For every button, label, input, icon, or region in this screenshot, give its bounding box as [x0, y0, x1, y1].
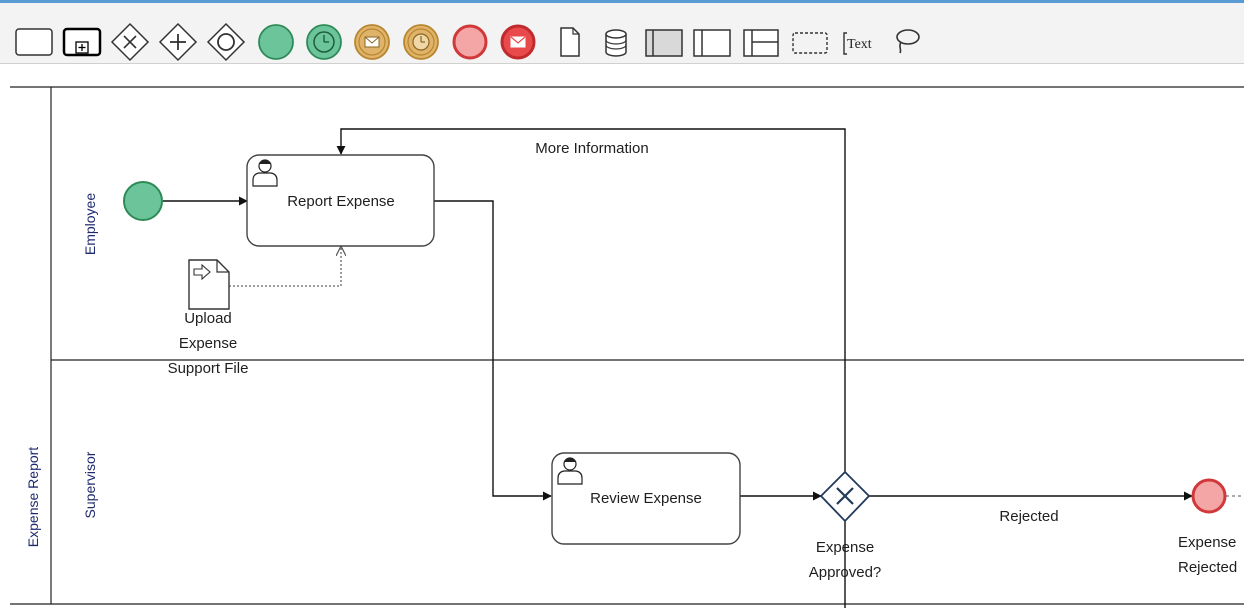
data-object-icon[interactable]: [550, 22, 590, 62]
exclusive-gateway-expense-approved[interactable]: Expense Approved?: [809, 470, 882, 581]
pool-icon[interactable]: [644, 22, 684, 62]
parallel-gateway-icon[interactable]: [158, 22, 198, 62]
lane-label-supervisor: Supervisor: [82, 451, 98, 518]
task-label: Review Expense: [590, 490, 702, 507]
flow-label-rejected: Rejected: [999, 508, 1058, 525]
start-event-icon[interactable]: [256, 22, 296, 62]
pool-label: Expense Report: [25, 447, 41, 548]
data-object-label-line1: Upload: [184, 310, 232, 327]
sequence-flows: [163, 128, 1244, 608]
end-event-label-line1: Expense: [1178, 534, 1236, 551]
task-icon[interactable]: [14, 22, 54, 62]
exclusive-gateway-icon[interactable]: [110, 22, 150, 62]
start-event[interactable]: [123, 181, 163, 221]
data-object-label-line3: Support File: [168, 360, 249, 377]
gateway-label-line2: Approved?: [809, 564, 882, 581]
end-event-icon[interactable]: [450, 22, 490, 62]
end-event-expense-rejected[interactable]: Expense Rejected: [1178, 478, 1237, 576]
flow-more-information: [336, 128, 846, 472]
timer-start-event-icon[interactable]: [304, 22, 344, 62]
message-end-event-icon[interactable]: [498, 22, 538, 62]
diagram-canvas[interactable]: Expense Report Employee Supervisor: [0, 64, 1244, 608]
swimlane-layout-icon[interactable]: [740, 22, 780, 62]
subprocess-icon[interactable]: [62, 22, 102, 62]
user-task-icon: [557, 457, 583, 485]
user-task-icon: [252, 159, 278, 187]
group-icon[interactable]: [790, 22, 830, 62]
task-report-expense[interactable]: Report Expense: [246, 154, 435, 247]
flow-label-more-information: More Information: [535, 140, 648, 157]
data-object-upload-expense-support-file[interactable]: Upload Expense Support File: [168, 259, 249, 377]
inclusive-gateway-icon[interactable]: [206, 22, 246, 62]
input-arrow-icon: [193, 263, 211, 281]
data-association: [229, 247, 341, 287]
lane-label-employee: Employee: [82, 193, 98, 255]
end-event-label-line2: Rejected: [1178, 559, 1237, 576]
pool[interactable]: Expense Report Employee Supervisor: [10, 86, 1244, 605]
flow-report-to-review: [434, 200, 552, 501]
data-store-icon[interactable]: [596, 22, 636, 62]
lasso-icon[interactable]: [886, 22, 926, 62]
text-annotation-label: Text: [847, 37, 872, 52]
gateway-label-line1: Expense: [816, 539, 874, 556]
text-annotation-icon[interactable]: Text: [838, 22, 878, 62]
timer-intermediate-event-icon[interactable]: [401, 22, 441, 62]
task-review-expense[interactable]: Review Expense: [551, 452, 741, 545]
lane-icon[interactable]: [692, 22, 732, 62]
palette-toolbar: Text: [0, 0, 1244, 64]
data-object-label-line2: Expense: [179, 335, 237, 352]
task-label: Report Expense: [287, 193, 395, 210]
message-intermediate-event-icon[interactable]: [352, 22, 392, 62]
